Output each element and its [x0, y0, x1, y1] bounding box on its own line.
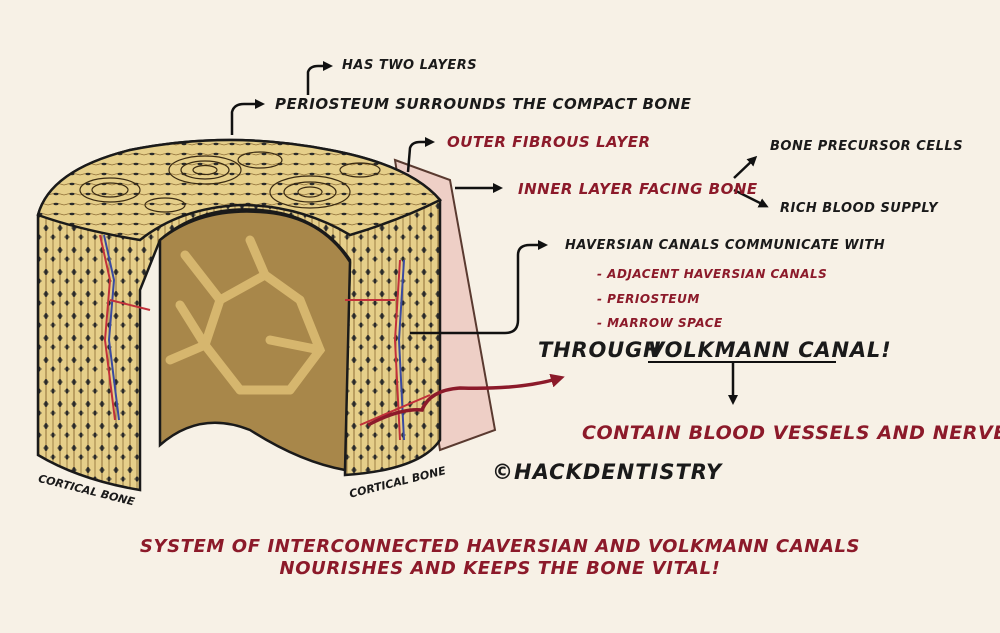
list-item: - ADJACENT HAVERSIAN CANALS — [597, 268, 827, 280]
label-has-two-layers: HAS TWO LAYERS — [342, 59, 477, 72]
label-outer-layer: OUTER FIBROUS LAYER — [447, 135, 651, 150]
label-precursor: BONE PRECURSOR CELLS — [770, 140, 963, 153]
summary-line-2: NOURISHES AND KEEPS THE BONE VITAL! — [0, 560, 1000, 578]
label-haversian: HAVERSIAN CANALS COMMUNICATE WITH — [565, 239, 885, 252]
label-volkmann: VOLKMANN CANAL! — [648, 340, 891, 361]
label-contain: CONTAIN BLOOD VESSELS AND NERVES — [582, 424, 1000, 443]
label-inner-layer: INNER LAYER FACING BONE — [518, 182, 758, 197]
list-item: - MARROW SPACE — [597, 317, 723, 329]
label-through: THROUGH — [538, 340, 661, 361]
list-item: - PERIOSTEUM — [597, 293, 700, 305]
watermark: ©HACKDENTISTRY — [492, 462, 722, 483]
label-blood-supply: RICH BLOOD SUPPLY — [780, 202, 938, 215]
label-periosteum: PERIOSTEUM SURROUNDS THE COMPACT BONE — [275, 97, 691, 112]
summary-line-1: SYSTEM OF INTERCONNECTED HAVERSIAN AND V… — [0, 538, 1000, 556]
